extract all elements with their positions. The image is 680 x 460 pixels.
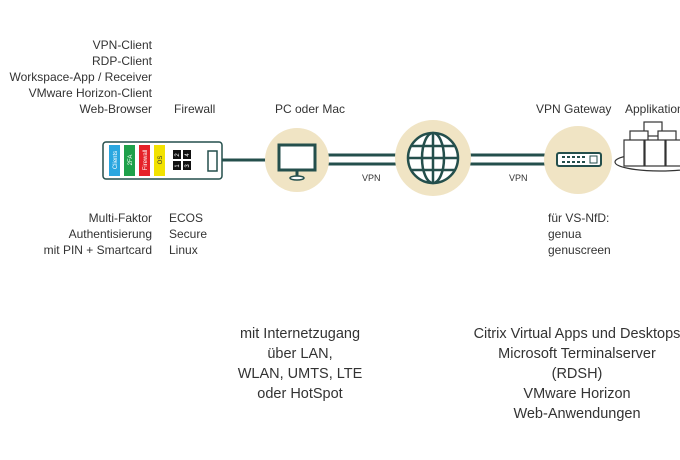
vpn-label-2: VPN (509, 173, 528, 183)
internet-line: oder HotSpot (257, 386, 343, 402)
vsnfd-line: genua (548, 227, 582, 241)
auth-text: Multi-Faktor Authentisierung mit PIN + S… (44, 210, 152, 258)
globe-icon (406, 131, 460, 185)
key-4: 4 (185, 153, 191, 157)
client-item: VPN-Client (92, 38, 152, 52)
stick-connector (207, 150, 218, 172)
os-line: Linux (169, 243, 198, 257)
apps-label: Applikationen (625, 102, 680, 116)
vsnfd-line: für VS-NfD: (548, 211, 610, 225)
auth-line: Multi-Faktor (88, 211, 152, 225)
os-text: ECOS Secure Linux (169, 210, 207, 258)
os-line: ECOS (169, 211, 204, 225)
stick-section-os (154, 145, 165, 176)
client-item: VMware Horizon-Client (28, 86, 152, 100)
stick-label-2fa: 2FA (128, 155, 134, 166)
vpn-label-1: VPN (362, 173, 381, 183)
backend-line: VMware Horizon (523, 386, 631, 402)
internet-line: mit Internetzugang (239, 326, 361, 342)
key-3: 3 (185, 164, 191, 168)
auth-line: Authentisierung (68, 227, 152, 241)
monitor-icon (277, 143, 317, 181)
backend-line: Citrix Virtual Apps und Desktops (473, 326, 680, 342)
gateway-label: VPN Gateway (536, 102, 612, 116)
client-item: RDP-Client (91, 54, 152, 68)
stick-section-firewall (139, 145, 150, 176)
stick-label-clients: Clients (113, 151, 119, 169)
backend-text: Citrix Virtual Apps und Desktops Microso… (457, 324, 680, 424)
stick-section-clients (109, 145, 120, 176)
client-item: Workspace-App / Receiver (9, 70, 153, 84)
key-2: 2 (175, 153, 181, 157)
backend-line: (RDSH) (551, 366, 603, 382)
stick-label-os: OS (158, 156, 164, 165)
internet-line: WLAN, UMTS, LTE (237, 366, 363, 382)
key-1: 1 (175, 164, 181, 168)
backend-line: Microsoft Terminalserver (498, 346, 656, 362)
os-line: Secure (169, 227, 208, 241)
pc-label: PC oder Mac (275, 102, 346, 116)
server-cluster-icon (614, 121, 680, 172)
internet-text: mit Internetzugang über LAN, WLAN, UMTS,… (210, 324, 390, 404)
firewall-label: Firewall (174, 102, 216, 116)
auth-line: mit PIN + Smartcard (43, 243, 152, 257)
backend-line: Web-Anwendungen (513, 406, 641, 422)
internet-line: über LAN, (267, 346, 333, 362)
vsnfd-text: für VS-NfD: genua genuscreen (548, 210, 611, 258)
stick-label-firewall: Firewall (143, 150, 149, 171)
vsnfd-line: genuscreen (548, 243, 611, 257)
client-item: Web-Browser (79, 102, 152, 116)
client-list: VPN-Client RDP-Client Workspace-App / Re… (10, 37, 153, 117)
connection-lines (222, 153, 548, 166)
stick-section-2fa (124, 145, 135, 176)
gateway-icon (556, 152, 602, 167)
security-stick: Clients 2FA Firewall OS 2 4 1 3 (102, 141, 223, 180)
